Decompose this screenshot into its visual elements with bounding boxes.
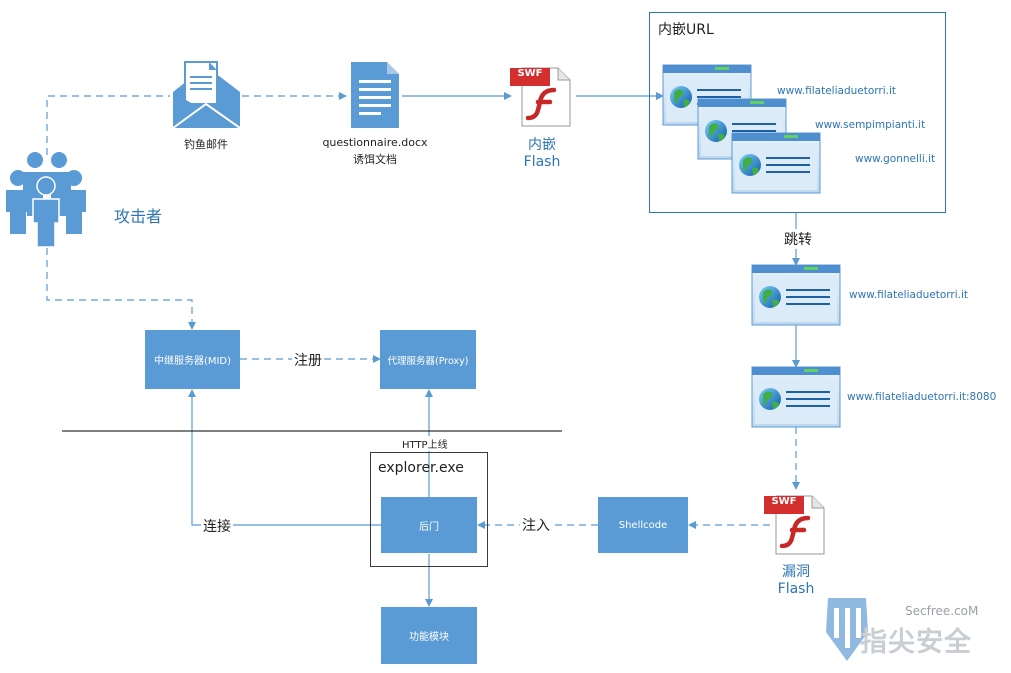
doc-filename: questionnaire.docx bbox=[322, 136, 428, 149]
users-group-icon bbox=[6, 152, 86, 248]
relay-server-box: 中继服务器(MID) bbox=[145, 330, 240, 389]
flow-attacker-to-relay bbox=[46, 248, 196, 330]
flow-backdoor-to-relay bbox=[188, 389, 381, 526]
exploit-swf-badge: SWF bbox=[771, 496, 797, 507]
explorer-process-frame bbox=[370, 452, 488, 567]
embedded-url-group bbox=[649, 12, 946, 213]
embedded-flash-line1: 内嵌 bbox=[528, 137, 556, 153]
shellcode-box: Shellcode bbox=[598, 497, 688, 553]
embedded-flash-line2: Flash bbox=[523, 154, 561, 170]
proxy-server-box: 代理服务器(Proxy) bbox=[380, 330, 476, 389]
document-icon bbox=[351, 62, 399, 128]
redirect-url: www.filateliaduetorri.it bbox=[849, 289, 969, 301]
exploit-flash-line2: Flash bbox=[777, 581, 815, 597]
watermark-brand: 指尖安全 bbox=[860, 627, 972, 658]
watermark-logo-icon bbox=[826, 598, 868, 661]
embedded-url-3: www.gonnelli.it bbox=[855, 153, 936, 165]
register-label: 注册 bbox=[292, 350, 324, 370]
function-module-box: 功能模块 bbox=[381, 607, 477, 664]
redirect-page-icon bbox=[751, 264, 841, 326]
embedded-url-title: 内嵌URL bbox=[658, 22, 714, 38]
swf-badge: SWF bbox=[517, 68, 543, 79]
port-page-icon bbox=[751, 366, 841, 428]
watermark-site: Secfree.coM bbox=[905, 604, 979, 618]
doc-label: 诱饵文档 bbox=[353, 153, 397, 166]
embedded-url-1: www.filateliaduetorri.it bbox=[777, 85, 897, 97]
connect-label: 连接 bbox=[201, 516, 233, 536]
port-url: www.filateliaduetorri.it:8080 bbox=[847, 391, 997, 403]
embedded-url-2: www.sempimpianti.it bbox=[815, 119, 926, 131]
http-online-label: HTTP上线 bbox=[400, 436, 450, 451]
redirect-label: 跳转 bbox=[782, 229, 814, 249]
exploit-flash-line1: 漏洞 bbox=[782, 564, 810, 580]
envelope-icon bbox=[172, 61, 241, 129]
explorer-title: explorer.exe bbox=[378, 460, 464, 476]
flow-attacker-to-mail bbox=[46, 95, 170, 155]
inject-label: 注入 bbox=[520, 515, 552, 535]
attacker-label: 攻击者 bbox=[114, 207, 163, 226]
backdoor-box: 后门 bbox=[381, 497, 477, 553]
phishing-mail-label: 钓鱼邮件 bbox=[184, 138, 228, 151]
